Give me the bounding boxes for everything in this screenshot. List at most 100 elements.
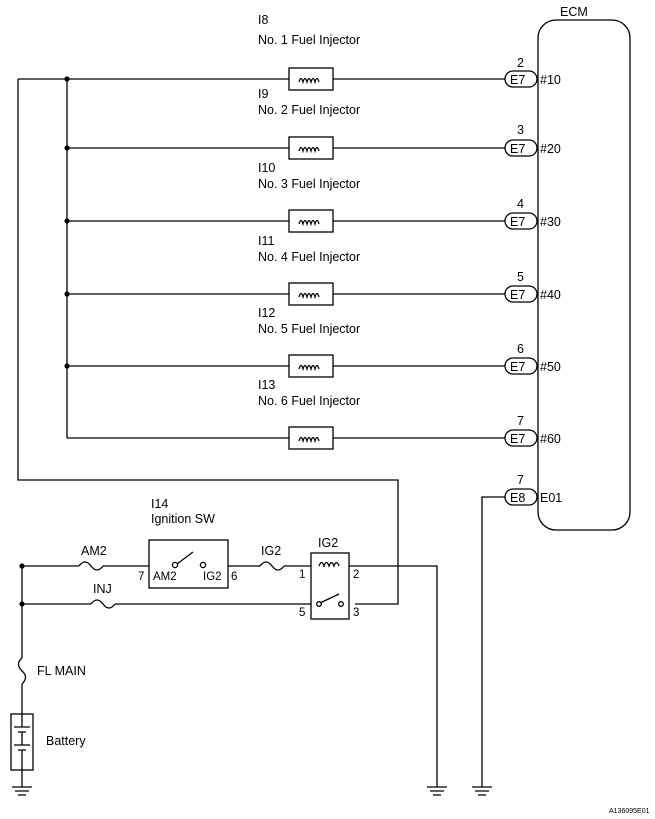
pin-number-left: 7 (138, 571, 144, 583)
relay-ground-wire (349, 565, 438, 787)
injector-row-2: I9 No. 2 Fuel Injector E7 3 #20 (67, 87, 561, 160)
coil-icon (298, 436, 320, 444)
ground-icon (12, 786, 32, 796)
relay-label: IG2 (318, 536, 338, 550)
coil-icon (298, 77, 320, 85)
coil-icon (298, 292, 320, 300)
pin-number: 6 (517, 342, 524, 356)
injector-coil-symbol (288, 426, 334, 450)
injector-code: I10 (258, 161, 275, 175)
ecm-ground-connector: E8 7 E01 (472, 473, 562, 796)
contact-label-right: IG2 (203, 571, 222, 583)
connector-shape (504, 429, 538, 447)
pin-number: 3 (517, 123, 524, 137)
coil-icon (298, 364, 320, 372)
relay-pin2: 2 (353, 569, 359, 581)
am2-fuse-label: AM2 (81, 544, 107, 558)
ig2-fuse-label: IG2 (261, 544, 281, 558)
switch-contact (171, 561, 179, 569)
coil-icon (298, 219, 320, 227)
ignition-switch-name: Ignition SW (151, 512, 215, 526)
connector-shape (504, 212, 538, 230)
connector-shape (504, 357, 538, 375)
relay-contact (338, 601, 344, 607)
ecm-terminal: #30 (540, 215, 561, 229)
junction-dot (64, 363, 70, 369)
injector-row-5: I12 No. 5 Fuel Injector E7 6 #50 (67, 306, 561, 378)
injector-code: I9 (258, 87, 268, 101)
connector-shape (504, 70, 538, 88)
injector-name: No. 5 Fuel Injector (258, 322, 360, 336)
connector-label: E7 (510, 215, 525, 229)
connector-label: E7 (510, 73, 525, 87)
ecm-terminal: #20 (540, 142, 561, 156)
ig2-relay: IG2 1 2 5 3 (299, 536, 359, 620)
injector-row-4: I11 No. 4 Fuel Injector E7 5 #40 (67, 234, 561, 306)
pin-number: 4 (517, 197, 524, 211)
injector-code: I11 (258, 234, 274, 248)
relay-pin3: 3 (353, 607, 359, 619)
ecm-terminal: #10 (540, 73, 561, 87)
switch-contact (199, 561, 207, 569)
junction-dot (19, 601, 25, 607)
injector-name: No. 6 Fuel Injector (258, 394, 360, 408)
injector-name: No. 1 Fuel Injector (258, 33, 360, 47)
ignition-switch: I14 Ignition SW AM2 IG2 7 6 (138, 497, 237, 589)
pin-number: 7 (517, 473, 524, 487)
injector-coil-symbol (288, 282, 334, 306)
inj-fuse-icon (90, 599, 116, 609)
ecm-terminal: #60 (540, 432, 561, 446)
injector-row-6: I13 No. 6 Fuel Injector E7 7 #60 (67, 378, 561, 450)
relay-box (310, 552, 350, 620)
ecm-terminal: E01 (540, 491, 562, 505)
relay-pin1: 1 (299, 569, 305, 581)
injector-code: I12 (258, 306, 275, 320)
battery: Battery (10, 713, 86, 771)
injector-row-3: I10 No. 3 Fuel Injector E7 4 #30 (67, 161, 561, 233)
connector-shape (504, 139, 538, 157)
injector-coil-symbol (288, 136, 334, 160)
injector-name: No. 4 Fuel Injector (258, 250, 360, 264)
switch-arm (176, 551, 194, 565)
ecm-terminal: #50 (540, 360, 561, 374)
junction-dot (64, 291, 70, 297)
connector-label: E7 (510, 288, 525, 302)
injector-code: I8 (258, 13, 268, 27)
pin-number: 2 (517, 56, 524, 70)
injector-code: I13 (258, 378, 275, 392)
injector-supply-wire (17, 79, 399, 605)
injector-row-1: I8 No. 1 Fuel Injector E7 2 #10 (18, 13, 561, 91)
connector-shape (504, 285, 538, 303)
ecm-label: ECM (560, 5, 588, 19)
junction-dot (64, 218, 70, 224)
connector-label: E7 (510, 360, 525, 374)
relay-arm (319, 593, 340, 604)
relay-coil-icon (318, 561, 340, 568)
injector-name: No. 3 Fuel Injector (258, 177, 360, 191)
contact-label-left: AM2 (153, 571, 177, 583)
connector-label: E8 (510, 491, 525, 505)
am2-fuse-icon (78, 561, 104, 571)
ground-icon (472, 786, 492, 796)
relay-pin5: 5 (299, 607, 305, 619)
ignition-switch-code: I14 (151, 497, 168, 511)
junction-dot (19, 563, 25, 569)
ig2-fuse-icon (259, 561, 285, 571)
ecm-box (537, 19, 631, 531)
ecm-terminal: #40 (540, 288, 561, 302)
ecm-ground-wire (481, 496, 505, 787)
connector-label: E7 (510, 142, 525, 156)
battery-cells-icon (14, 714, 30, 770)
pin-number: 5 (517, 270, 524, 284)
relay-contact (316, 601, 322, 607)
junction-dot (64, 145, 70, 151)
inj-fuse-label: INJ (93, 582, 112, 596)
connector-label: E7 (510, 432, 525, 446)
junction-dot (64, 76, 70, 82)
injector-coil-symbol (288, 67, 334, 91)
injector-coil-symbol (288, 354, 334, 378)
pin-number-right: 6 (231, 571, 237, 583)
ignition-switch-box (148, 539, 229, 589)
injector-name: No. 2 Fuel Injector (258, 103, 360, 117)
